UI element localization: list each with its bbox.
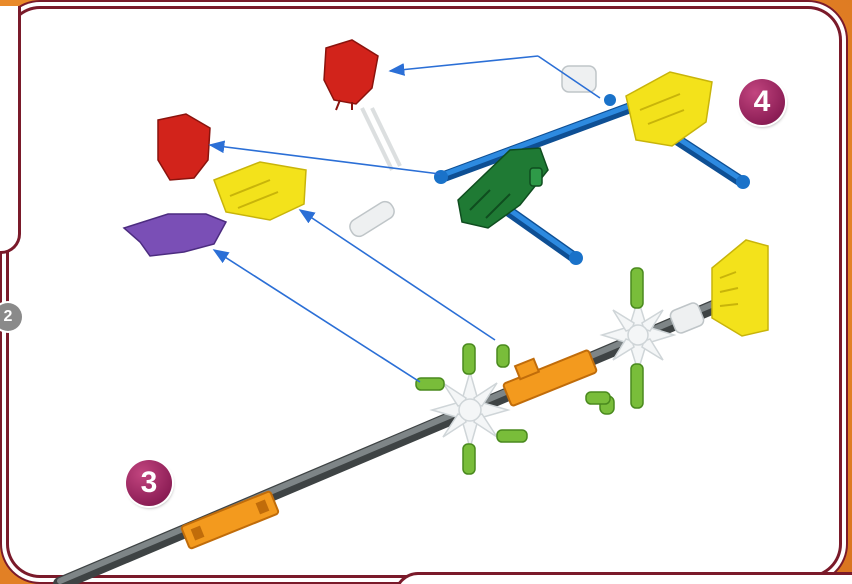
white-hub-right: [602, 299, 674, 371]
white-spacer-loose: [347, 199, 397, 240]
white-rod-ghost: [362, 108, 400, 170]
orange-connector-upper: [498, 339, 597, 407]
red-connector-top: [324, 40, 378, 110]
blue-rod-down-right: [670, 133, 750, 189]
yellow-connector-left: [214, 162, 306, 220]
red-connector-left: [158, 114, 210, 180]
blue-rod-down-left: [500, 203, 583, 265]
orange-connector-lower: [181, 491, 279, 549]
yellow-connector-step4: [626, 72, 712, 146]
step-3-badge: 3: [126, 460, 172, 506]
purple-connector: [124, 214, 226, 256]
white-spacer-step4: [562, 66, 616, 106]
green-connector: [458, 148, 548, 228]
step-4-badge: 4: [739, 79, 785, 125]
yellow-connector-rod-end: [712, 240, 768, 336]
